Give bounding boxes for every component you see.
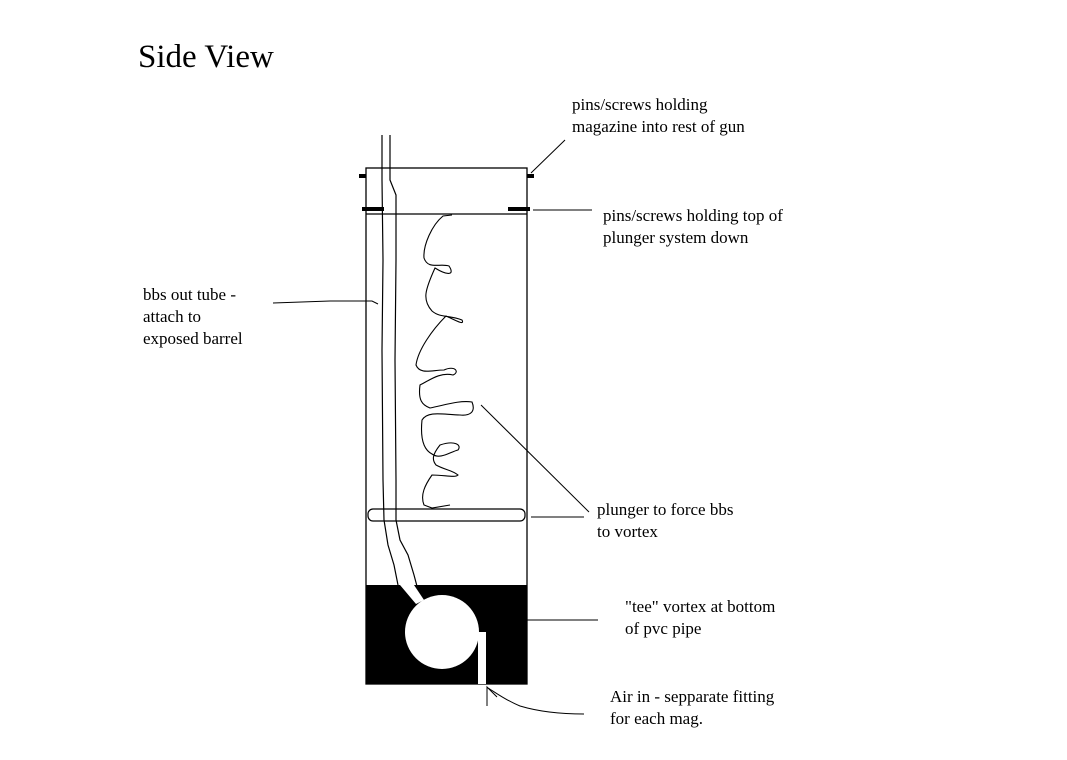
label-line: pins/screws holding — [572, 95, 708, 114]
label-line: for each mag. — [610, 709, 703, 728]
bbs-tube-right-wall — [389, 135, 423, 599]
bbs-tube-lower — [400, 585, 424, 604]
top-pin-right — [508, 207, 530, 211]
label-pins-top: pins/screws holding top of plunger syste… — [603, 205, 783, 249]
air-inlet-channel — [478, 632, 486, 684]
bbs-tube-left-wall — [381, 135, 407, 609]
plunger — [367, 508, 526, 522]
leader-air-in — [487, 687, 585, 715]
label-line: Air in - sepparate fitting — [610, 687, 775, 706]
label-line: plunger system down — [603, 228, 749, 247]
diagram-title: Side View — [138, 39, 274, 75]
label-line: attach to — [143, 307, 202, 326]
leader-pins-magazine — [530, 139, 566, 174]
label-vortex: "tee" vortex at bottom of pvc pipe — [625, 596, 775, 640]
vortex-chamber — [405, 595, 479, 669]
spring — [415, 214, 474, 509]
label-plunger: plunger to force bbs to vortex — [597, 499, 733, 543]
label-line: of pvc pipe — [625, 619, 702, 638]
label-line: "tee" vortex at bottom — [625, 597, 776, 616]
label-bbs-tube: bbs out tube - attach to exposed barrel — [143, 284, 243, 350]
label-pins-magazine: pins/screws holding magazine into rest o… — [572, 94, 745, 138]
magazine-pin-right — [527, 174, 534, 178]
label-air-in: Air in - sepparate fitting for each mag. — [610, 686, 774, 730]
label-line: plunger to force bbs — [597, 500, 734, 519]
magazine-pin-left — [359, 174, 366, 178]
label-line: magazine into rest of gun — [572, 117, 745, 136]
label-line: exposed barrel — [143, 329, 243, 348]
label-line: pins/screws holding top of — [603, 206, 783, 225]
leader-bbs-tube — [272, 300, 379, 305]
leader-spring — [480, 404, 590, 513]
label-line: to vortex — [597, 522, 658, 541]
top-pin-left — [362, 207, 384, 211]
label-line: bbs out tube - — [143, 285, 237, 304]
arrow-head-icon — [486, 685, 498, 706]
